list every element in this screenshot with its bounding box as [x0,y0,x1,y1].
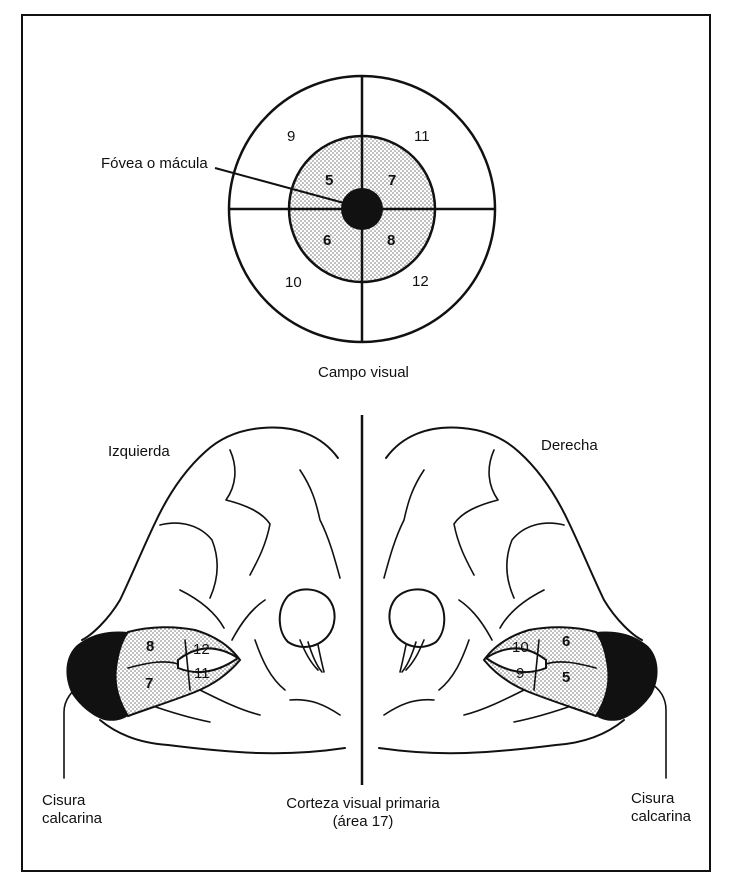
right-brainstem [399,639,425,673]
right-hemisphere: 10 6 9 5 Derecha [378,426,667,779]
left-wedge-divider [127,639,191,691]
field-number-10: 10 [285,274,302,291]
field-number-5: 5 [325,172,333,189]
right-hemisphere-title: Derecha [541,437,598,454]
fovea-label: Fóvea o mácula [101,155,208,172]
cortex-label-line1: Corteza visual primaria [286,795,440,812]
left-region-8: 8 [146,638,154,655]
field-number-12: 12 [412,273,429,290]
right-gyri [383,449,575,723]
right-region-10: 10 [512,639,529,656]
right-fissure-label-line1: Cisura [631,790,675,807]
right-temporal-lobe [388,588,446,648]
left-fissure-label-line2: calcarina [42,810,103,827]
right-region-6: 6 [562,633,570,650]
left-occipital-black [66,631,128,721]
fovea-dot [341,188,383,230]
left-region-11: 11 [194,665,210,682]
right-region-5: 5 [562,669,570,686]
left-visual-cortex-wedge [114,626,242,718]
right-fissure-pointer [647,681,667,779]
right-calcarine-strip [484,647,547,674]
left-temporal-lobe [278,588,336,648]
left-hemisphere: 8 12 7 11 Izquierda [63,426,346,779]
left-gyri [149,449,341,723]
right-visual-cortex-wedge [482,626,610,718]
right-occipital-black [596,631,658,721]
right-brain-outline [378,426,643,755]
right-region-9: 9 [516,665,524,682]
cortex-label-line2: (área 17) [333,813,394,830]
field-number-8: 8 [387,232,395,249]
left-region-7: 7 [145,675,153,692]
visual-field-diagram: Fóvea o mácula 9 11 10 12 5 7 6 8 Campo … [101,74,497,381]
visual-field-caption: Campo visual [318,364,409,381]
frame-border [21,14,711,872]
right-wedge-divider [533,639,597,691]
left-fissure-pointer [63,683,83,779]
right-fissure-label-line2: calcarina [631,808,692,825]
left-region-12: 12 [193,641,210,658]
field-number-9: 9 [287,128,295,145]
left-fissure-label-line1: Cisura [42,792,86,809]
field-number-11: 11 [414,128,430,145]
left-hemisphere-title: Izquierda [108,443,170,460]
fovea-pointer-line [214,167,345,204]
left-brainstem [299,639,325,673]
field-number-7: 7 [388,172,396,189]
left-calcarine-strip [177,647,240,674]
field-number-6: 6 [323,232,331,249]
left-brain-outline [81,426,346,755]
